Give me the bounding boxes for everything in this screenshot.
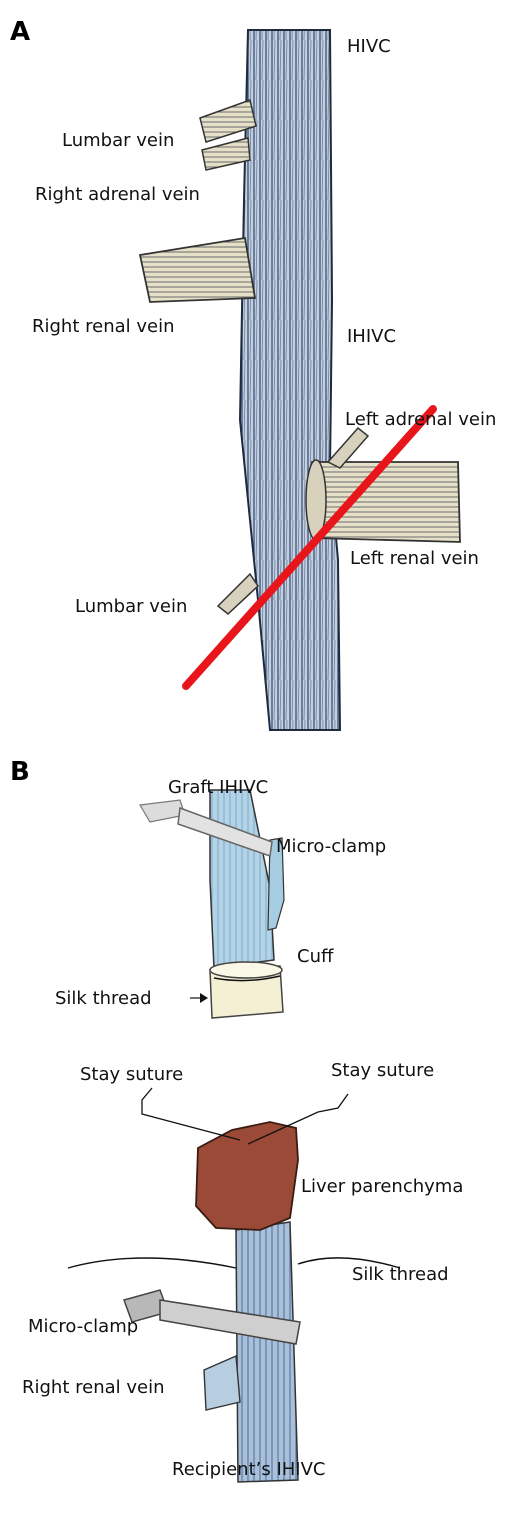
label-graft-ihivc: Graft IHIVC [168,777,268,798]
lumbar-vein-bottom-stub [216,572,259,615]
label-cuff: Cuff [297,946,334,967]
label-left-adrenal-vein: Left adrenal vein [345,409,496,430]
left-adrenal-vein-stub [326,426,370,469]
right-renal-vein-branch [138,236,257,303]
micro-clamp-top [139,799,273,858]
graft-side-branch [267,837,285,931]
label-micro-clamp-top: Micro-clamp [276,836,386,857]
stay-suture-right-thread [247,1093,349,1145]
cuff [209,961,284,1019]
panel-b: B Graft [10,757,463,1483]
label-lumbar-vein-bottom: Lumbar vein [75,596,187,617]
label-liver-parenchyma: Liver parenchyma [301,1176,463,1197]
label-silk-thread-bottom: Silk thread [352,1264,449,1285]
label-left-renal-vein: Left renal vein [350,548,479,569]
label-stay-suture-left: Stay suture [80,1064,183,1085]
stay-suture-left-thread [141,1087,241,1141]
panel-a-letter: A [10,17,30,47]
transection-line [182,405,437,690]
label-right-renal-vein-b: Right renal vein [22,1377,165,1398]
left-renal-vein-branch [311,461,461,543]
label-micro-clamp-bottom: Micro-clamp [28,1316,138,1337]
label-hivc: HIVC [347,36,391,57]
label-recipients-ihivc: Recipient’s IHIVC [172,1459,326,1480]
label-ihivc: IHIVC [347,326,396,347]
label-right-renal-vein: Right renal vein [32,316,175,337]
micro-clamp-bottom [123,1289,301,1345]
lumbar-vein-top-stub [199,99,257,171]
panel-a: A HIVC Lumbar vein Right adrenal vein Ri… [10,17,496,731]
label-right-adrenal-vein: Right adrenal vein [35,184,200,205]
panel-b-letter: B [10,757,30,787]
vena-cava-trunk [238,29,342,731]
label-lumbar-vein-top: Lumbar vein [62,130,174,151]
label-stay-suture-right: Stay suture [331,1060,434,1081]
liver-parenchyma-piece [195,1121,299,1231]
label-silk-thread-top: Silk thread [55,988,152,1009]
graft-ihivc-vessel [209,789,275,969]
right-renal-vein-stub [203,1354,241,1411]
silk-thread-bottom-line [67,1257,401,1269]
recipient-ihivc-vessel [235,1221,299,1483]
